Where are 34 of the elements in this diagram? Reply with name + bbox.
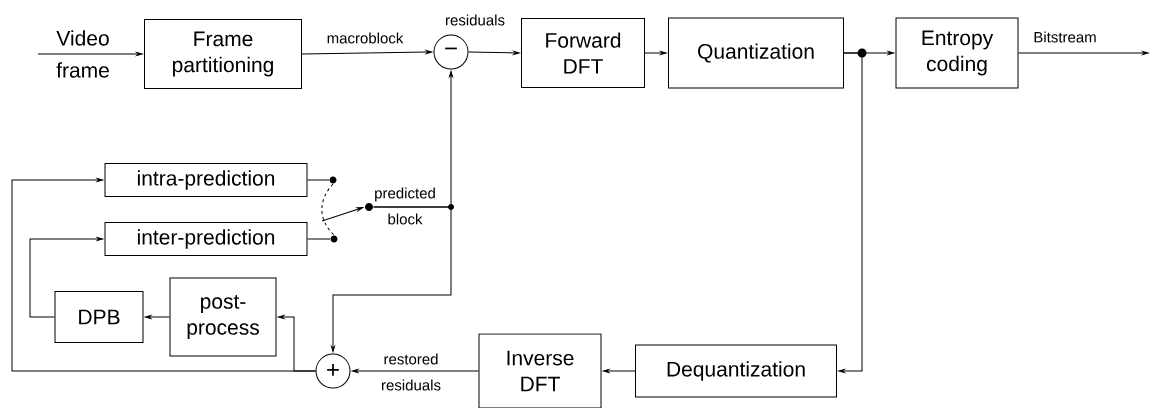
edge-label: macroblock [325, 31, 405, 45]
process-box: Frame partitioning [144, 19, 302, 89]
process-box: Inverse DFT [478, 333, 602, 408]
arrow [838, 52, 863, 373]
edge-label: Video frame [56, 30, 109, 78]
summing-junction: + [315, 353, 351, 389]
arrow [37, 52, 143, 56]
process-box: intra-prediction [104, 163, 308, 197]
switch-pivot [365, 203, 373, 211]
process-box: Quantization [668, 17, 844, 89]
edge-label: restored residuals [382, 353, 441, 391]
arrow [11, 178, 316, 372]
process-box: post-process [169, 277, 277, 357]
switch-contact [329, 176, 337, 184]
arrow [321, 207, 364, 222]
summing-junction: − [433, 34, 469, 70]
arrow [144, 315, 170, 319]
switch-contact [330, 235, 338, 243]
arrow [644, 51, 667, 55]
arrow [351, 369, 479, 373]
arrow [1018, 51, 1149, 55]
process-box: Entropy coding [895, 17, 1019, 89]
arrow [602, 369, 636, 373]
process-box: inter-prediction [104, 222, 308, 256]
process-box: Forward DFT [521, 18, 645, 88]
edge-label: Bitstream [1032, 30, 1098, 44]
process-box: Dequantization [635, 344, 837, 398]
arrow [331, 206, 452, 353]
arrow [301, 50, 433, 55]
arrow [29, 237, 104, 318]
annotation: residuals [446, 14, 505, 26]
edge-label: predicted block [375, 187, 435, 225]
arrow [468, 50, 520, 55]
process-box: DPB [54, 291, 144, 343]
